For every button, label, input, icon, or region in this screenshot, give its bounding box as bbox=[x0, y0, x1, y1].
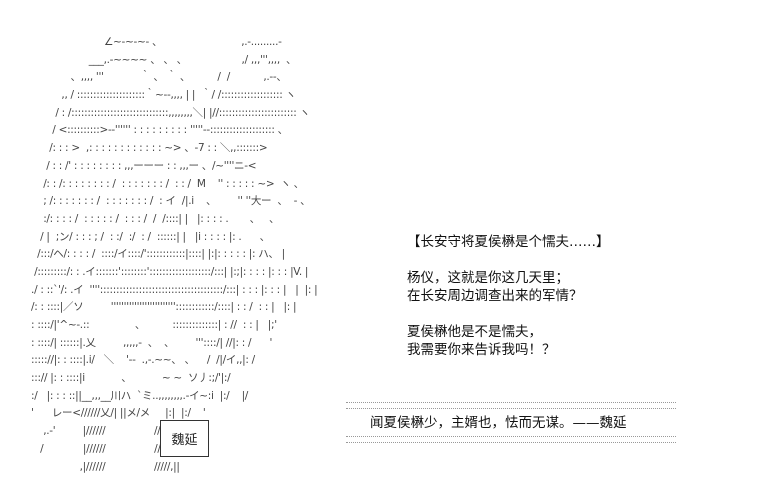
art-line: ___,.-~~~~ 、 、 、 ,/ ,,,''',,,, 、 bbox=[28, 53, 297, 66]
art-line: ./ : ::`'/: .イ '''':::::::::::::::::::::… bbox=[28, 283, 318, 296]
art-line: :::// |: : ::::|i 、 ~ ~ ソ丿:;/'|:/ bbox=[28, 372, 231, 385]
art-line: ,|////// /////,|| bbox=[28, 460, 180, 473]
art-line: / <::::::::::>--'''''' : : : : : : : : :… bbox=[28, 124, 288, 137]
narration-title: 【长安守将夏侯楙是个懦夫……】 bbox=[407, 234, 610, 250]
art-line: ' レー<//////乂/| ||メ/メ |:| |:/ ' bbox=[28, 407, 206, 420]
speaker-name-label: 魏延 bbox=[160, 420, 209, 457]
art-line: ::::://|: : ::::|.i/ ＼ '-- .,-.~~、 、 / /… bbox=[28, 354, 255, 367]
quote-box: 闻夏侯楙少，主婿也，怯而无谋。——魏延 bbox=[346, 398, 676, 446]
art-line: /: : /: : : : : : : : / : : : : : : : / … bbox=[28, 177, 304, 190]
art-line: / : : /' : : : : : : : : ,,,ーーー : : ,,,ー… bbox=[28, 159, 257, 172]
art-line: /:::::::::/: : .イ:::::::'::::::::'::::::… bbox=[28, 265, 309, 278]
art-line: ∠~-~-~- 、 ,.-.........- bbox=[28, 36, 282, 48]
art-line: /:::/ヘ/: : : : / ::::/イ::::/':::::::::::… bbox=[28, 248, 285, 261]
quote-text: 闻夏侯楙少，主婿也，怯而无谋。——魏延 bbox=[370, 415, 627, 431]
art-line: ; /: : : : : : : / : : : : : : : / : イ /… bbox=[28, 195, 311, 208]
art-line: : ::::/| ::::::|.乂 ,,,,,- 、 、 '''::::/| … bbox=[28, 336, 273, 349]
dialogue-line: 我需要你来告诉我吗！？ bbox=[407, 342, 556, 358]
art-line: ,, / :::::::::::::::::::::｀~--,,,, | | ｀… bbox=[28, 89, 296, 102]
ascii-art-illustration: ∠~-~-~- 、 ,.-.........- ___,.-~~~~ 、 、 、… bbox=[28, 34, 318, 476]
dialogue-line: 在长安周边调查出来的军情？ bbox=[407, 288, 583, 304]
art-line: / | ;ン/ : : : ; / : :/ :/ : / ::::::| | … bbox=[28, 230, 270, 243]
art-line: :/ |: : : ::||__,,,__川ハ `ミ..,,,,,,,,.-イ~… bbox=[28, 389, 249, 402]
dialogue-line: 夏侯楙他是不是懦夫， bbox=[407, 324, 542, 340]
art-line: /: : ::::|／ソ '''''''''''''''''''''''''::… bbox=[28, 301, 297, 314]
art-line: : ::::/|'^~-.:: 、 ::::::::::::::| : // :… bbox=[28, 319, 277, 331]
art-line: / : /::::::::::::::::::::::::::::::,,,,,… bbox=[28, 106, 310, 119]
art-line: /: : : > ,: : : : : : : : : : : : ~> 、-7… bbox=[28, 142, 268, 155]
art-line: 、,,,, ''' ｀ 、 ｀ 、 / / ,.--、 bbox=[28, 71, 287, 84]
dialogue-line: 杨仪，这就是你这几天里； bbox=[407, 270, 569, 286]
art-line: :/: : : : / : : : : : / : : : / / /::::|… bbox=[28, 212, 280, 225]
